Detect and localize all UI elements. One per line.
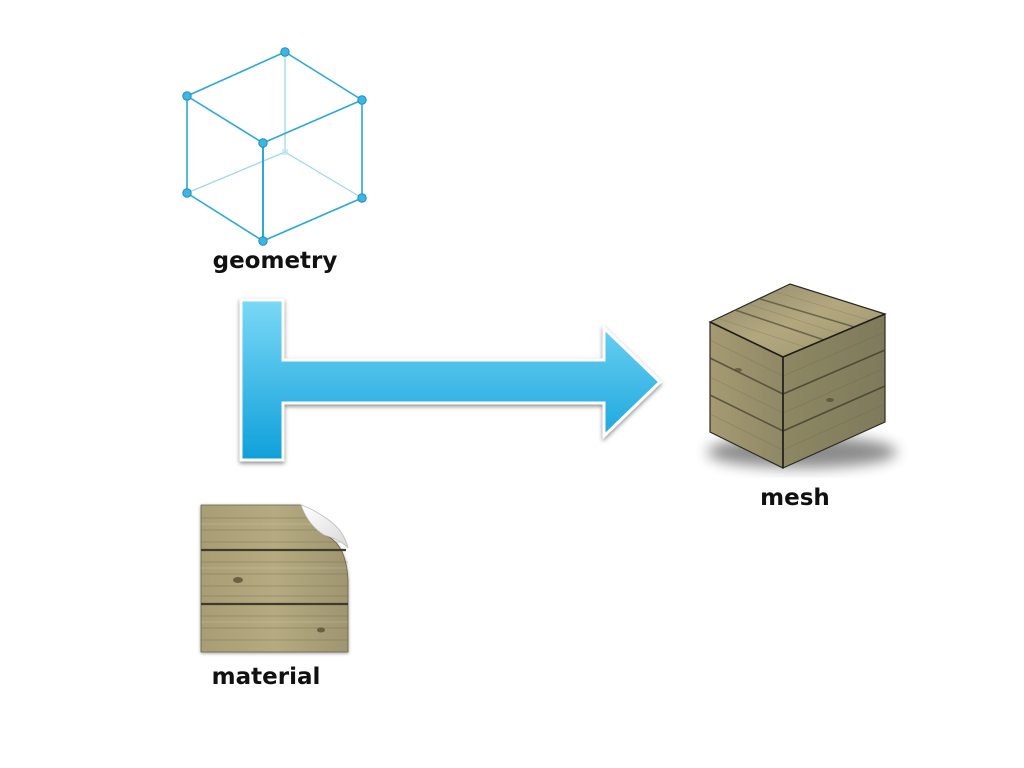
wireframe-cube-icon [170,40,380,255]
wood-texture-document-icon [196,500,361,660]
wood-textured-cube-icon [690,272,910,482]
tee-arrow-connector [230,292,670,472]
mesh-label: mesh [760,485,830,511]
material-label: material [211,664,321,690]
geometry-label: geometry [212,248,338,274]
